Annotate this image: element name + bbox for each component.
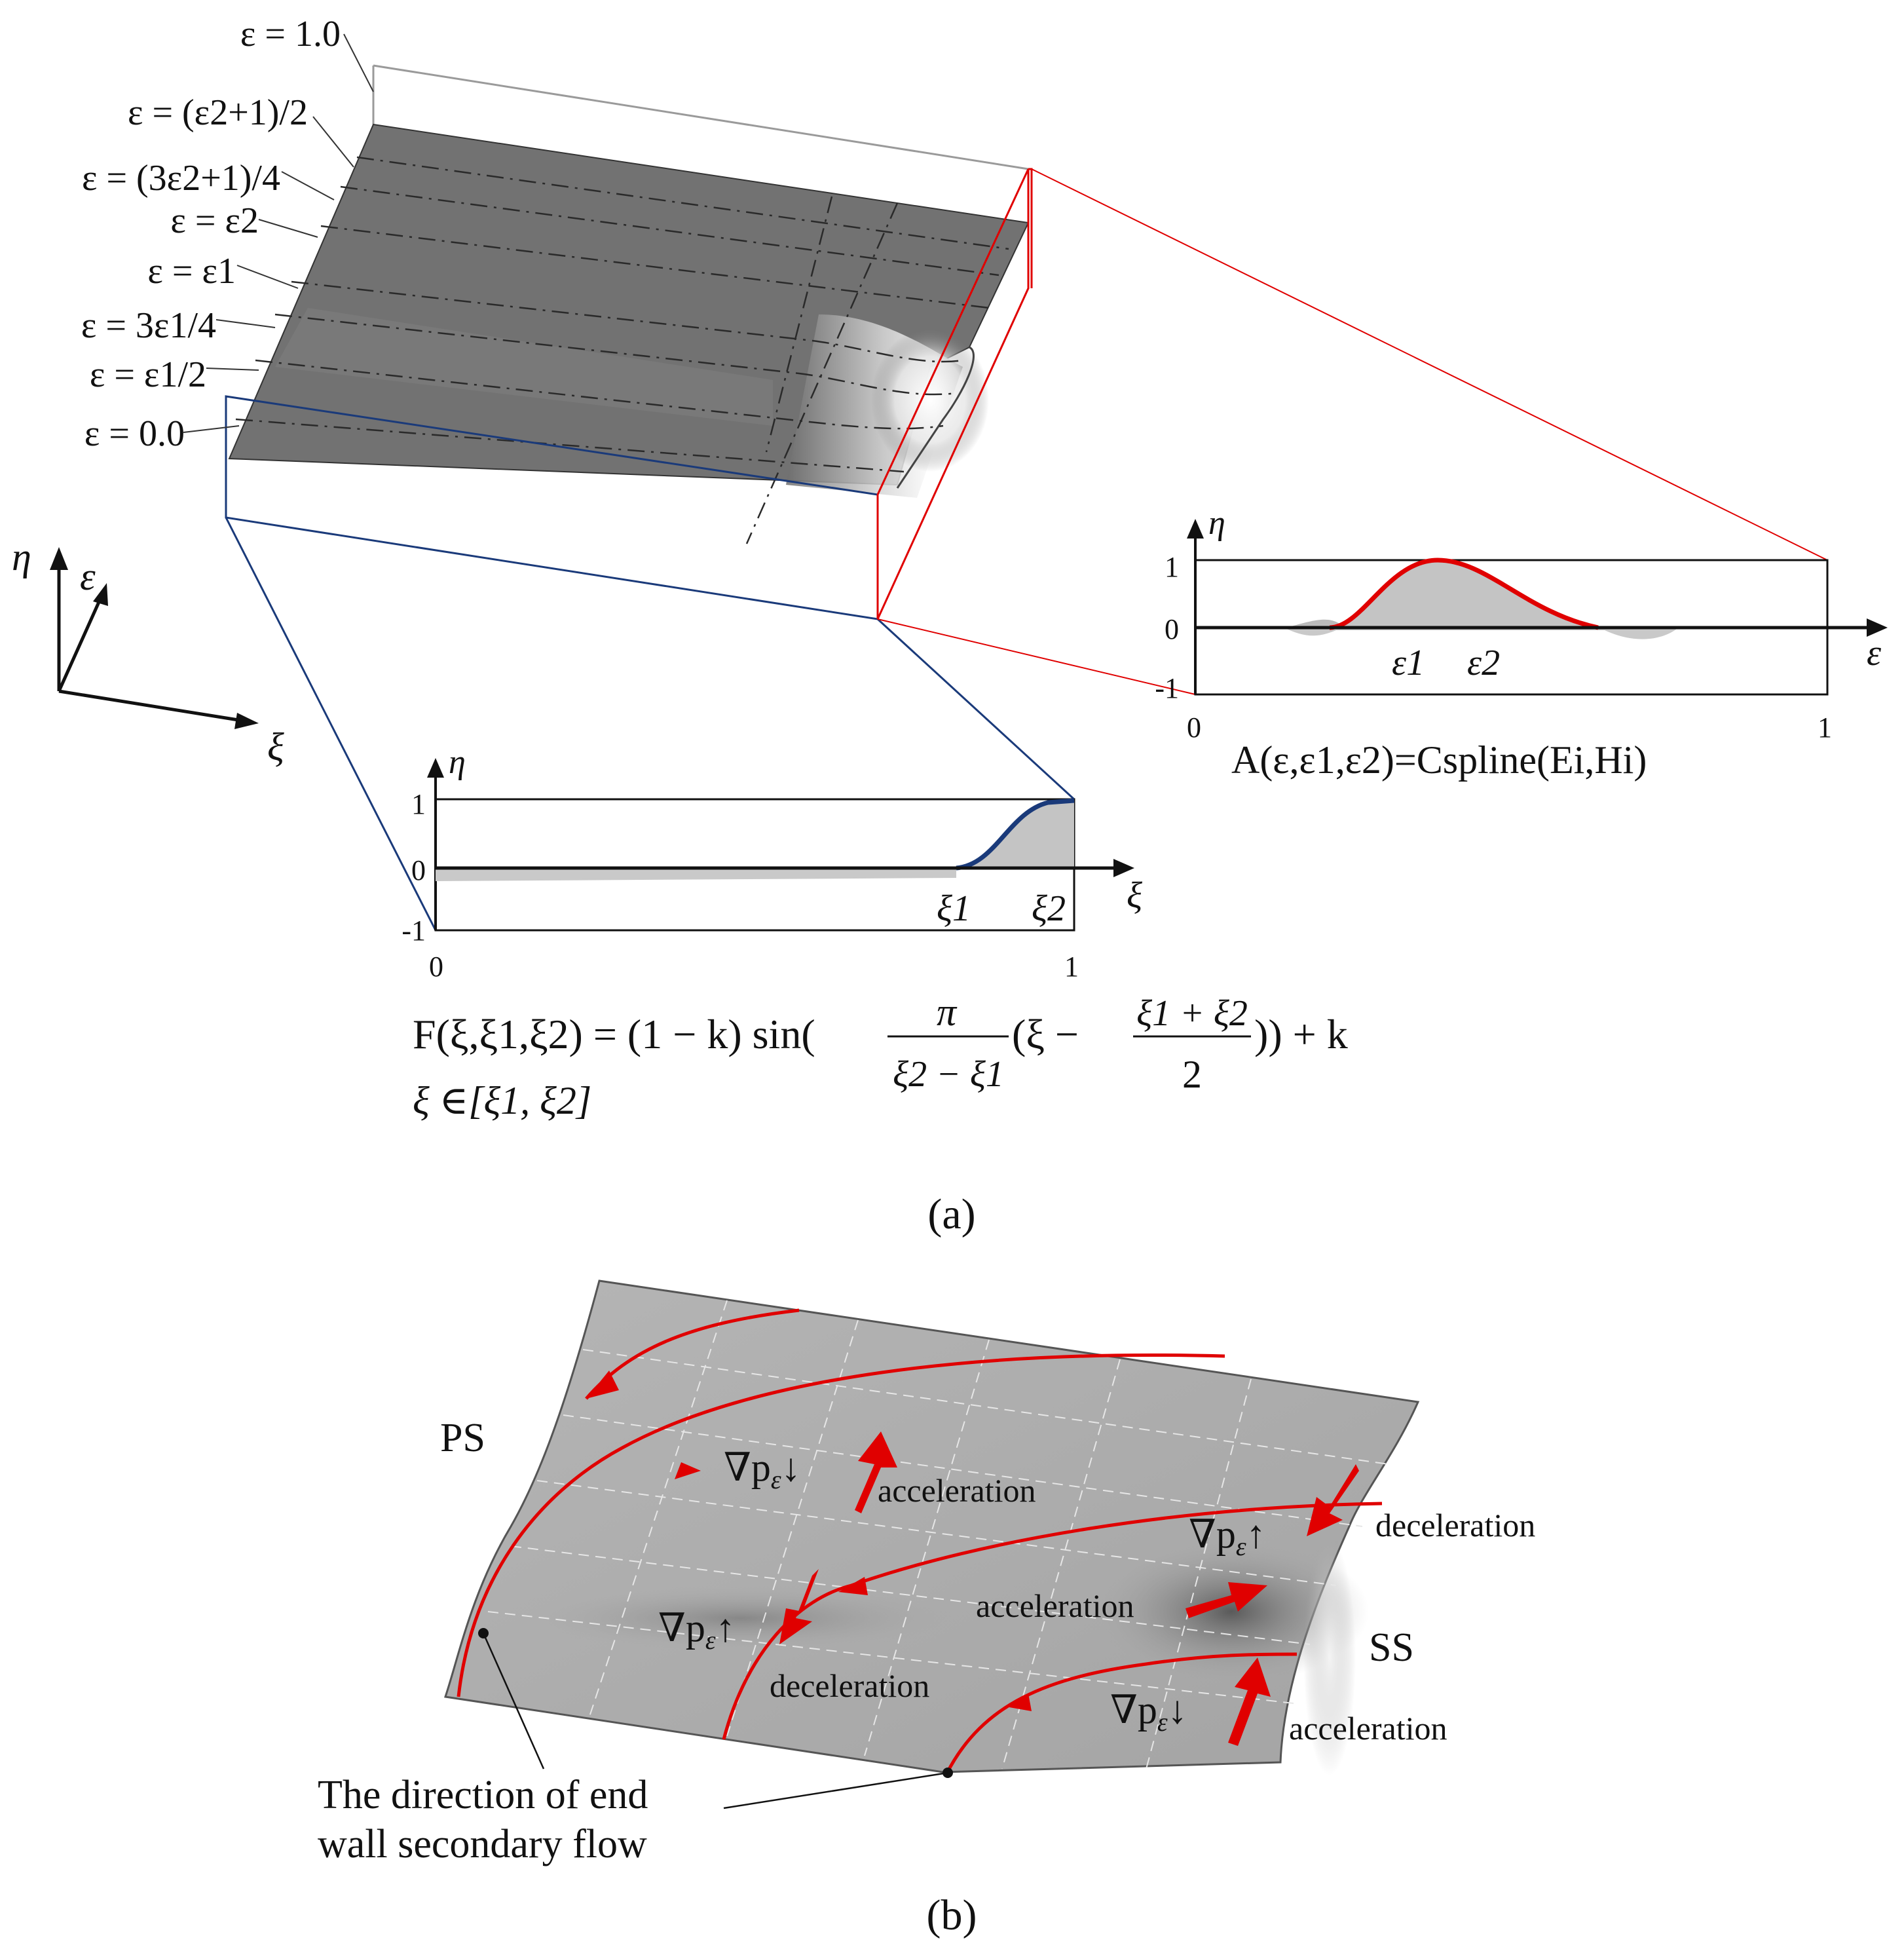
axis-eta-label: η <box>12 535 31 578</box>
inset-xi-ytick-m1: -1 <box>401 915 426 947</box>
note-line-1: The direction of end <box>318 1773 648 1817</box>
inset-xi-ytick-0: 0 <box>411 854 426 886</box>
inset-eps-ytick-m1: -1 <box>1155 672 1179 704</box>
caption-a: (a) <box>927 1190 975 1238</box>
inset-eps-bump-fill <box>1287 619 1343 628</box>
inset-eps-x1: 1 <box>1818 711 1832 744</box>
red-section-box <box>876 168 1828 695</box>
eps-label-4: ε = ε2 <box>170 200 259 241</box>
axis-eps-label: ε <box>80 555 96 598</box>
grad-label-2: ∇pε↑ <box>658 1606 736 1655</box>
inset-eps-bump <box>1330 560 1598 628</box>
eps-label-6: ε = 3ε1/4 <box>81 305 216 346</box>
panel-b: PS SS ∇pε↓ ∇pε↑ ∇pε↑ ∇pε↓ acceleration d… <box>318 1279 1535 1939</box>
inset-xi-ytick-1: 1 <box>411 788 426 820</box>
inset-eps-formula: A(ε,ε1,ε2)=Cspline(Ei,Hi) <box>1231 738 1647 782</box>
inset-xi-bump <box>956 801 1074 868</box>
eps-label-7: ε = ε1/2 <box>90 354 206 395</box>
force-arrows <box>779 1431 1359 1746</box>
inset-eps-mark1: ε1 <box>1392 643 1425 683</box>
inset-eps-x0: 0 <box>1187 711 1201 744</box>
inset-xi-curve <box>956 798 1075 871</box>
arrow-accel-1 <box>855 1431 897 1513</box>
inset-eps-lower-lobe <box>1284 628 1677 639</box>
inset-eps: η ε 1 0 -1 0 1 ε1 ε2 A(ε,ε1,ε2)=Cspline(… <box>1155 504 1888 782</box>
svg-text:∇pε↓: ∇pε↓ <box>1110 1688 1187 1737</box>
eps-labels: ε = 1.0 ε = (ε2+1)/2 ε = (3ε2+1)/4 ε = ε… <box>81 14 374 454</box>
svg-text:ξ1 + ξ2: ξ1 + ξ2 <box>1136 993 1248 1034</box>
note-line-2: wall secondary flow <box>318 1822 647 1866</box>
eps-lines <box>235 156 1009 544</box>
inset-eps-curve <box>1329 558 1599 630</box>
label-acceleration-2: acceleration <box>976 1587 1134 1624</box>
inset-xi-formula: F(ξ,ξ1,ξ2) = (1 − k) sin( π ξ2 − ξ1 (ξ −… <box>413 991 1348 1122</box>
inset-xi-x1: 1 <box>1064 951 1079 983</box>
inset-eps-eta: η <box>1208 504 1225 542</box>
arrow-accel-2 <box>1185 1582 1267 1618</box>
endwall-sheet <box>444 1279 1420 1773</box>
svg-text:ξ ∈[ξ1, ξ2]: ξ ∈[ξ1, ξ2] <box>413 1079 591 1122</box>
svg-text:)) + k: )) + k <box>1254 1011 1348 1057</box>
arrow-decel-2 <box>1307 1464 1359 1536</box>
secondary-flow-note: The direction of end wall secondary flow <box>318 1628 953 1866</box>
inset-eps-ytick-1: 1 <box>1165 551 1179 583</box>
inset-eps-mark2: ε2 <box>1467 643 1500 683</box>
inset-xi-axis-label: ξ <box>1127 875 1142 916</box>
axis-xi-label: ξ <box>267 725 284 768</box>
streamline-arrowheads <box>586 1371 1032 1711</box>
eps-label-2: ε = (ε2+1)/2 <box>128 92 308 133</box>
blue-section-box <box>225 395 1075 931</box>
coordinate-axes <box>50 547 259 729</box>
label-deceleration-2: deceleration <box>770 1667 929 1704</box>
svg-text:∇pε↓: ∇pε↓ <box>724 1446 801 1494</box>
grad-label-3: ∇pε↑ <box>1189 1513 1266 1561</box>
inset-xi: η ξ 1 0 -1 0 1 ξ1 ξ2 F(ξ,ξ1,ξ2) = (1 − k… <box>401 744 1347 1122</box>
sheet-grid <box>487 1300 1389 1769</box>
ps-label: PS <box>440 1416 485 1460</box>
inset-eps-axis-label: ε <box>1867 633 1882 673</box>
svg-text:(ξ −: (ξ − <box>1012 1011 1079 1057</box>
eps-label-8: ε = 0.0 <box>84 413 185 454</box>
inset-xi-eta: η <box>449 744 466 781</box>
label-deceleration-1: deceleration <box>1375 1507 1535 1543</box>
eps-label-1: ε = 1.0 <box>240 14 341 54</box>
label-acceleration-1: acceleration <box>878 1472 1036 1509</box>
svg-text:∇pε↑: ∇pε↑ <box>1189 1513 1266 1561</box>
inset-xi-x0: 0 <box>429 951 443 983</box>
svg-text:π: π <box>937 991 958 1034</box>
svg-text:2: 2 <box>1182 1053 1202 1096</box>
caption-b: (b) <box>927 1891 977 1939</box>
svg-text:F(ξ,ξ1,ξ2) = (1 − k) sin(: F(ξ,ξ1,ξ2) = (1 − k) sin( <box>413 1011 815 1057</box>
ss-dent <box>1094 1540 1369 1684</box>
inset-eps-ytick-0: 0 <box>1165 613 1179 645</box>
inset-xi-mark1: ξ1 <box>937 888 971 929</box>
eps-label-3: ε = (3ε2+1)/4 <box>82 158 280 199</box>
grad-label-1: ∇pε↓ <box>724 1446 801 1494</box>
svg-text:ξ2 − ξ1: ξ2 − ξ1 <box>893 1054 1004 1095</box>
eps-label-5: ε = ε1 <box>147 251 236 292</box>
ss-label: SS <box>1369 1625 1414 1670</box>
inset-xi-mark2: ξ2 <box>1032 888 1066 929</box>
arrow-decel-1 <box>779 1569 819 1644</box>
panel-a: ε = 1.0 ε = (ε2+1)/2 ε = (3ε2+1)/4 ε = ε… <box>12 14 1888 1238</box>
svg-text:∇pε↑: ∇pε↑ <box>658 1606 736 1655</box>
grad-label-4: ∇pε↓ <box>1110 1688 1187 1737</box>
arrow-accel-3 <box>1228 1657 1271 1746</box>
inset-xi-lower-fill <box>436 868 956 881</box>
surface-dark-band <box>275 308 773 426</box>
label-acceleration-3: acceleration <box>1289 1710 1447 1747</box>
